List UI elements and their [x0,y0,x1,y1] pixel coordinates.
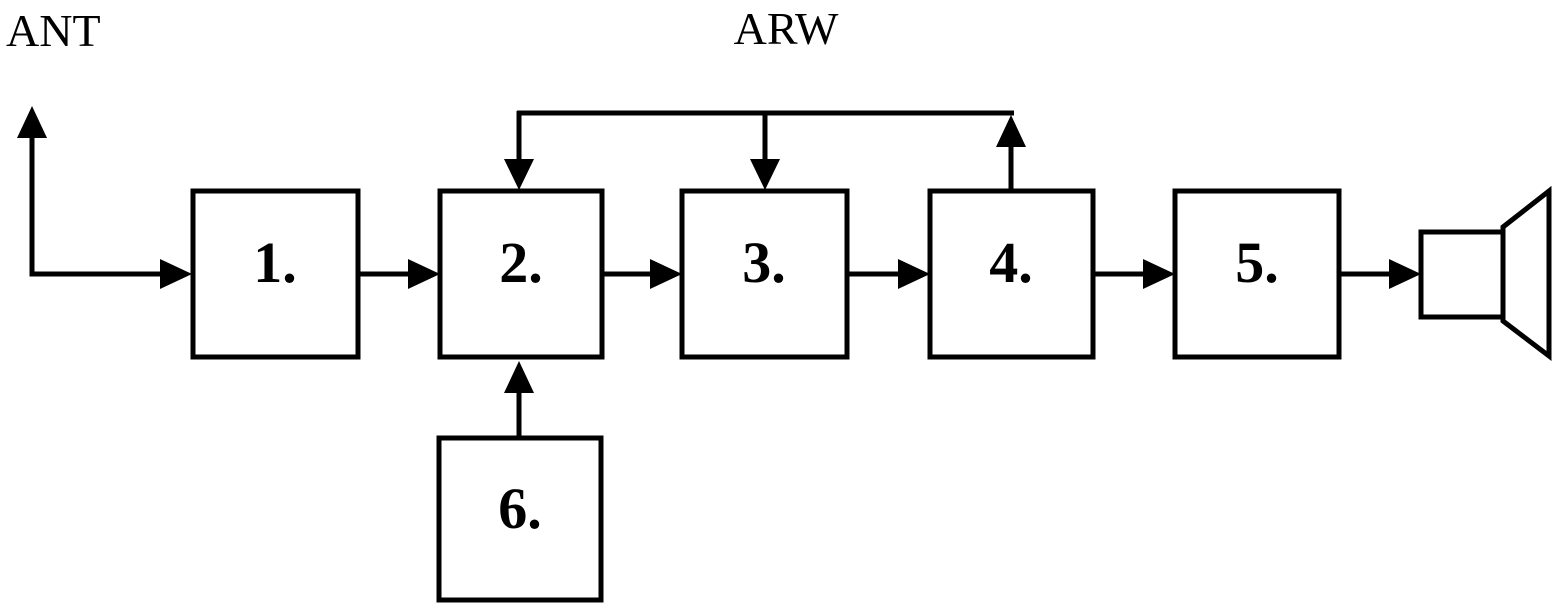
arrowhead-block2-to-block3 [650,259,682,289]
block-1-label: 1. [253,230,297,295]
block-6-label: 6. [498,476,542,541]
block-2-box [437,188,605,360]
agc-to-block3-arrowhead [750,159,780,190]
block-4-box [927,188,1096,360]
block-6: 6. [436,435,604,603]
block-2: 2. [437,188,605,360]
arrowhead-block6-to-block2 [504,361,534,393]
block-5: 5. [1172,188,1342,360]
agc-feedback-line [504,110,1026,191]
block-4: 4. [927,188,1096,360]
block-2-label: 2. [499,230,543,295]
block-6-box [436,435,604,603]
block-3-box [679,188,850,360]
agc-label: ARW [734,3,839,54]
block-4-label: 4. [989,230,1033,295]
arrowhead-block5-to-speaker [1389,259,1421,289]
antenna-label: ANT [6,5,101,56]
speaker-body [1418,229,1506,320]
block-5-label: 5. [1235,230,1279,295]
speaker-icon [1418,185,1552,362]
antenna-icon [17,106,192,289]
block6-to-block2-connector [504,361,534,439]
arrowhead-block3-to-block4 [898,259,930,289]
antenna-up-arrowhead [17,106,47,138]
chain-connectors [358,259,1421,289]
agc-to-block2-arrowhead [504,159,534,190]
block4-to-agc-arrowhead [996,115,1026,147]
arrowhead-block4-to-block5 [1143,259,1175,289]
antenna-to-block1-arrowhead [160,259,192,289]
block-3: 3. [679,188,850,360]
antenna-wire [29,136,162,277]
block-1: 1. [190,188,361,360]
block-5-box [1172,188,1342,360]
speaker-horn [1500,185,1552,362]
block-3-label: 3. [742,230,786,295]
arrowhead-block1-to-block2 [408,259,440,289]
block-1-box [190,188,361,360]
